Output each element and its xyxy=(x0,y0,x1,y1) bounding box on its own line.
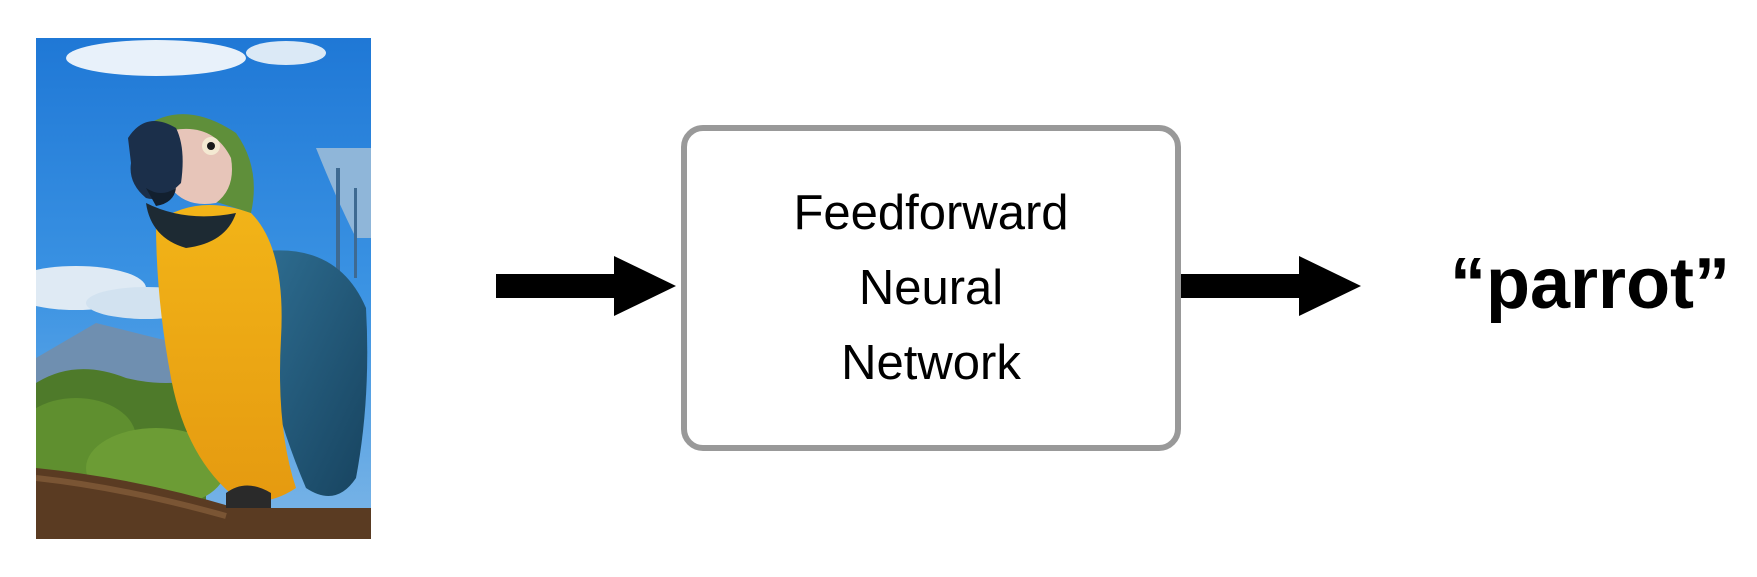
neural-network-box: Feedforward Neural Network xyxy=(681,125,1181,451)
output-label: “parrot” xyxy=(1450,244,1731,324)
parrot-photo xyxy=(36,38,371,539)
output-arrow xyxy=(1181,256,1361,316)
network-label-line-2: Neural xyxy=(858,260,1004,315)
network-label-line-1: Feedforward xyxy=(793,185,1069,240)
input-arrow xyxy=(496,256,676,316)
network-label-line-3: Network xyxy=(841,335,1021,390)
